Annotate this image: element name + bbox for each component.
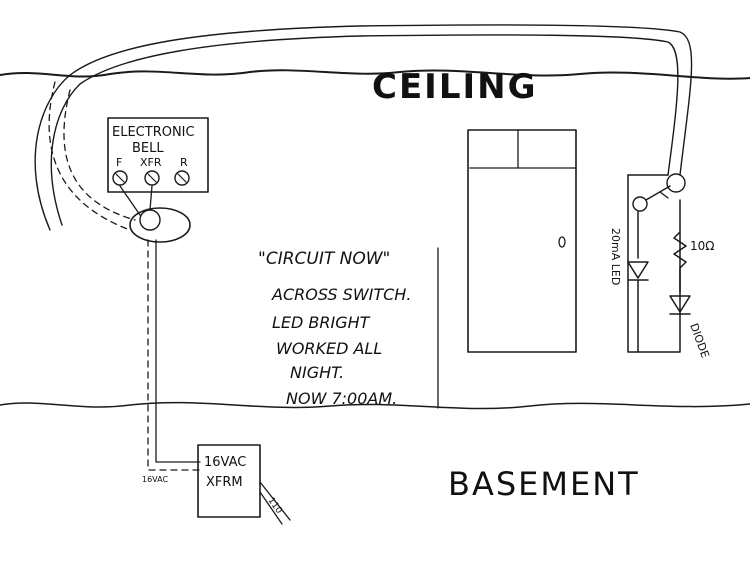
terminal-xfr	[144, 170, 160, 186]
button-core	[139, 209, 161, 231]
button-wires	[119, 185, 153, 216]
diode-symbol	[669, 295, 691, 315]
switch-lever	[645, 185, 671, 201]
note-line-5: NOW 7:00AM.	[286, 389, 397, 408]
wire-to-xfrm-b	[155, 239, 201, 463]
mains-wire	[259, 481, 291, 525]
left-dashed-wire-2	[63, 89, 136, 221]
mains-wire-label: 110	[266, 496, 284, 516]
bell-label-line2: BELL	[132, 141, 164, 156]
led-symbol	[627, 211, 649, 353]
door-knob	[558, 236, 566, 248]
resistor-symbol	[673, 231, 687, 293]
transformer-label-line1: 16VAC	[204, 455, 246, 470]
doorbell-button	[129, 207, 191, 243]
note-title: "CIRCUIT NOW"	[258, 249, 390, 269]
note-line-3: WORKED ALL	[276, 339, 382, 358]
note-line-2: LED BRIGHT	[272, 313, 371, 332]
circuit-loop	[627, 174, 681, 353]
basement-line	[0, 401, 750, 410]
led-label: 20mA LED	[609, 228, 622, 285]
basement-label: BASEMENT	[448, 465, 640, 503]
door	[467, 129, 577, 353]
terminal-f-label: F	[116, 156, 122, 169]
door-panel	[469, 129, 577, 169]
diode-label: DIODE	[687, 322, 711, 360]
ceiling-label: CEILING	[372, 67, 538, 107]
wire-to-xfrm-a	[147, 239, 201, 471]
note-line-1: ACROSS SWITCH.	[271, 285, 411, 304]
transformer-box	[197, 444, 261, 518]
bell-label-line1: ELECTRONIC	[112, 125, 195, 140]
ceiling-line	[0, 69, 750, 80]
resistor-label: 10Ω	[690, 239, 714, 253]
switch-terminal-top	[666, 173, 686, 193]
left-dashed-wire	[48, 81, 131, 231]
transformer-left-wire-label: 16VAC	[142, 475, 168, 484]
terminal-f	[112, 170, 128, 186]
terminal-xfr-label: XFR	[140, 156, 162, 169]
terminal-marks	[115, 173, 187, 183]
terminal-r	[174, 170, 190, 186]
bell-box	[107, 117, 209, 193]
transformer-label-line2: XFRM	[206, 475, 243, 490]
terminal-r-label: R	[180, 156, 188, 169]
note-line-4: NIGHT.	[290, 363, 344, 382]
switch-terminal-bottom	[632, 196, 648, 212]
